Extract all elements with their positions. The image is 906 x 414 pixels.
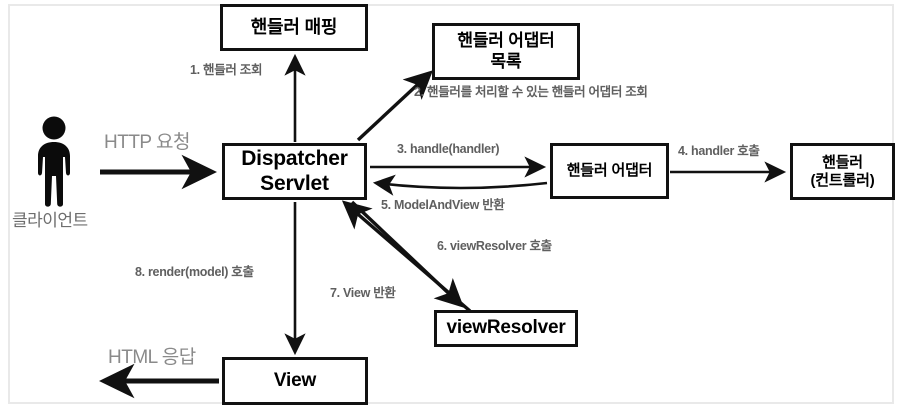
node-handler-adapter-list[interactable]: 핸들러 어댑터 목록	[432, 23, 580, 80]
label-step-4: 4. handler 호출	[678, 144, 760, 158]
person-icon	[38, 116, 70, 207]
node-view-resolver[interactable]: viewResolver	[434, 310, 578, 347]
label-step-6: 6. viewResolver 호출	[437, 239, 552, 253]
label-step-7: 7. View 반환	[330, 286, 396, 300]
label-step-3: 3. handle(handler)	[397, 142, 500, 156]
node-handler-adapter[interactable]: 핸들러 어댑터	[550, 143, 669, 199]
actor-label: 클라이언트	[12, 211, 88, 230]
label-step-5: 5. ModelAndView 반환	[381, 198, 505, 212]
label-html-response: HTML 응답	[108, 347, 196, 368]
node-handler-mapping[interactable]: 핸들러 매핑	[220, 4, 368, 51]
arrow-step-2	[356, 70, 433, 142]
node-handler-controller[interactable]: 핸들러 (컨트롤러)	[790, 143, 895, 200]
label-http-request: HTTP 요청	[104, 132, 191, 153]
arrow-step-7	[341, 200, 472, 313]
arrow-step-5	[372, 174, 548, 196]
label-step-8: 8. render(model) 호출	[135, 265, 254, 279]
label-step-2: 2. 핸들러를 처리할 수 있는 핸들러 어댑터 조회	[414, 85, 648, 99]
node-view[interactable]: View	[222, 357, 368, 405]
node-dispatcher-servlet[interactable]: Dispatcher Servlet	[222, 143, 367, 200]
label-step-1: 1. 핸들러 조회	[190, 63, 263, 77]
